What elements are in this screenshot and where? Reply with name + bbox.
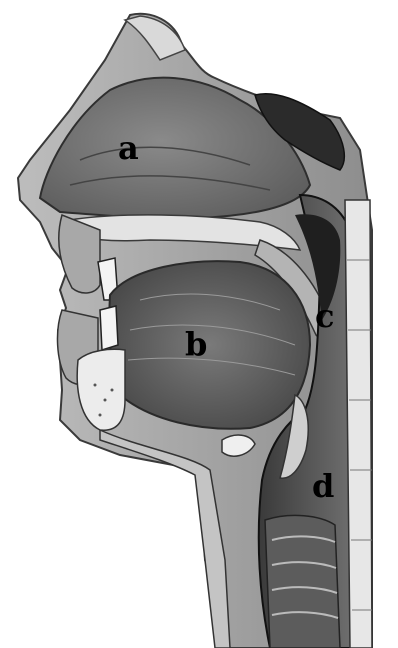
label-c: c xyxy=(315,300,334,332)
vertebral-column xyxy=(345,200,372,648)
label-d: d xyxy=(312,470,334,502)
label-a: a xyxy=(118,132,139,164)
tongue xyxy=(109,261,310,429)
label-b: b xyxy=(185,328,207,360)
